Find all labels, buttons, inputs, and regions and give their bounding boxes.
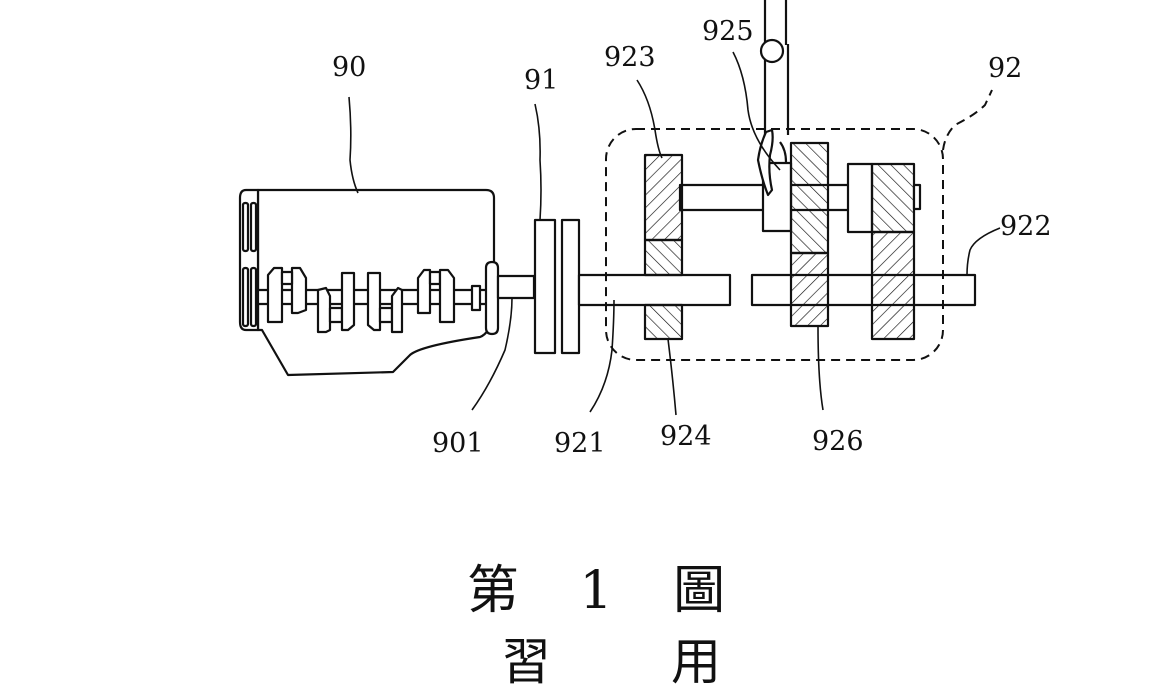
output-shaft-922 xyxy=(750,273,977,307)
label-90: 90 xyxy=(332,52,366,83)
component-labels: 90 901 91 92 921 922 923 924 925 926 xyxy=(332,16,1052,459)
figure-subtitle: 習 用 xyxy=(501,633,773,691)
gear-924-lower xyxy=(643,303,684,341)
gear-926-upper xyxy=(789,141,830,255)
collar xyxy=(846,162,874,234)
label-924: 924 xyxy=(660,421,712,452)
gear-right-lower xyxy=(870,230,916,341)
leader-lines xyxy=(348,51,1001,416)
label-923: 923 xyxy=(604,42,656,73)
transmission-boundary-92 xyxy=(605,128,944,361)
label-922: 922 xyxy=(1000,211,1052,242)
shift-lever xyxy=(756,0,790,197)
gear-right-upper xyxy=(870,162,916,234)
input-shaft-921 xyxy=(577,273,732,307)
label-901: 901 xyxy=(432,428,484,459)
crankshaft xyxy=(256,260,500,336)
figure-title: 第 1 圖 xyxy=(466,561,748,621)
gear-926 xyxy=(789,251,830,328)
gear-right-stub xyxy=(912,183,922,211)
transmission-diagram: 90 901 91 92 921 922 923 924 925 926 xyxy=(238,0,1052,459)
label-91: 91 xyxy=(524,65,558,96)
label-921: 921 xyxy=(554,428,606,459)
gear-923 xyxy=(643,153,684,242)
label-92: 92 xyxy=(988,53,1022,84)
shaft-901 xyxy=(496,274,536,300)
clutch-plates xyxy=(533,218,581,355)
gear-924 xyxy=(643,238,684,277)
label-926: 926 xyxy=(812,426,864,457)
label-925: 925 xyxy=(702,16,754,47)
